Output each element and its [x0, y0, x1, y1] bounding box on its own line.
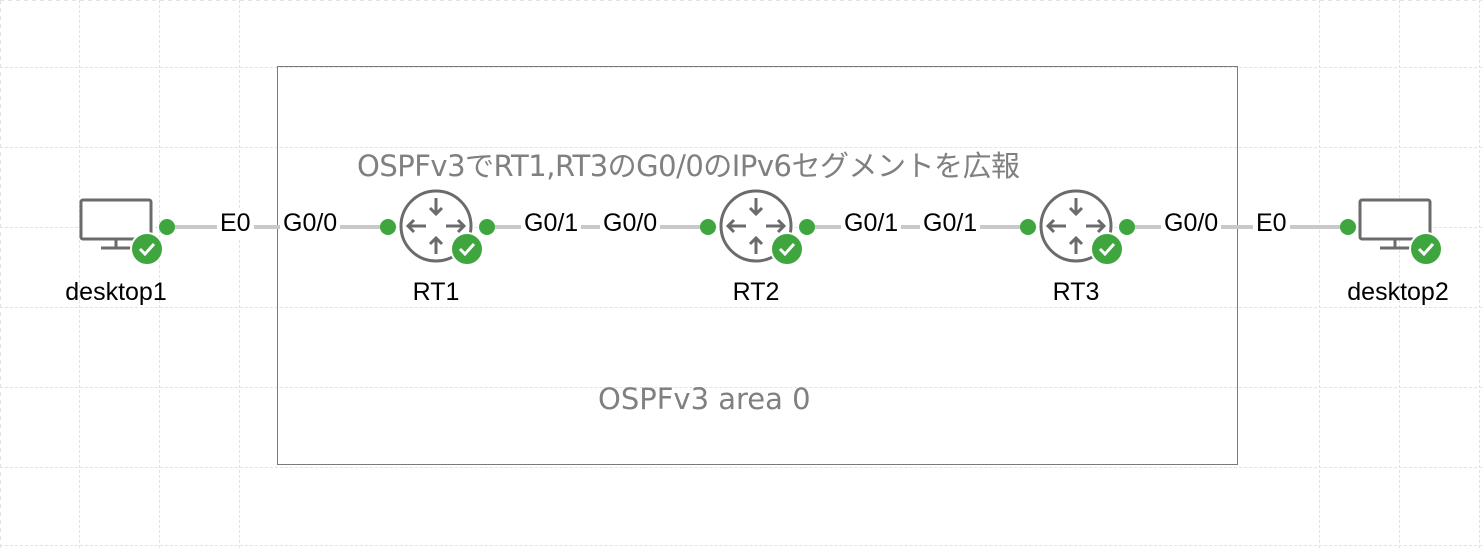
grid-line [0, 147, 1482, 148]
status-ok-icon [130, 232, 164, 266]
grid-line [0, 307, 1482, 308]
port-label-rt2-g00: G0/0 [600, 209, 661, 238]
diagram-title[interactable]: OSPFv3でRT1,RT3のG0/0のIPv6セグメントを広報 [357, 149, 1020, 183]
port-dot[interactable] [700, 219, 716, 235]
grid-line [239, 0, 240, 548]
desktop-icon [1358, 198, 1432, 250]
port-dot[interactable] [1020, 219, 1036, 235]
grid-line [0, 467, 1482, 468]
node-label-rt1: RT1 [412, 278, 460, 306]
link-desktop1-rt1[interactable] [167, 225, 388, 229]
port-label-desktop2-e0: E0 [1253, 209, 1290, 238]
port-dot[interactable] [159, 219, 175, 235]
grid-line [79, 0, 80, 548]
node-label-desktop1: desktop1 [65, 278, 167, 306]
port-dot[interactable] [479, 219, 495, 235]
status-ok-icon [450, 232, 484, 266]
status-ok-icon [770, 232, 804, 266]
port-dot[interactable] [799, 219, 815, 235]
port-label-rt1-g00: G0/0 [280, 209, 341, 238]
status-ok-icon [1090, 232, 1124, 266]
grid-line [159, 0, 160, 548]
port-dot[interactable] [1340, 219, 1356, 235]
node-label-rt3: RT3 [1052, 278, 1100, 306]
grid-line [0, 67, 1482, 68]
link-rt3-desktop2[interactable] [1127, 225, 1348, 229]
port-label-desktop1-e0: E0 [217, 209, 254, 238]
node-desktop1[interactable] [79, 196, 155, 256]
link-rt1-rt2[interactable] [487, 225, 708, 229]
port-label-rt3-g01: G0/1 [920, 209, 981, 238]
grid-line [1399, 0, 1400, 548]
status-ok-icon [1409, 232, 1443, 266]
grid-line [1479, 0, 1480, 548]
area-label[interactable]: OSPFv3 area 0 [598, 382, 811, 416]
grid-line [1319, 0, 1320, 548]
desktop-icon [79, 198, 153, 250]
port-dot[interactable] [380, 219, 396, 235]
ospf-area-box[interactable] [277, 66, 1238, 465]
node-label-rt2: RT2 [732, 278, 780, 306]
node-desktop2[interactable] [1358, 196, 1434, 256]
port-label-rt1-g01: G0/1 [521, 209, 582, 238]
port-dot[interactable] [1119, 219, 1135, 235]
node-label-desktop2: desktop2 [1347, 278, 1449, 306]
grid-line [0, 387, 1482, 388]
grid-line [0, 545, 1482, 546]
link-rt2-rt3[interactable] [807, 225, 1028, 229]
port-label-rt2-g01: G0/1 [841, 209, 902, 238]
port-label-rt3-g00: G0/0 [1161, 209, 1222, 238]
